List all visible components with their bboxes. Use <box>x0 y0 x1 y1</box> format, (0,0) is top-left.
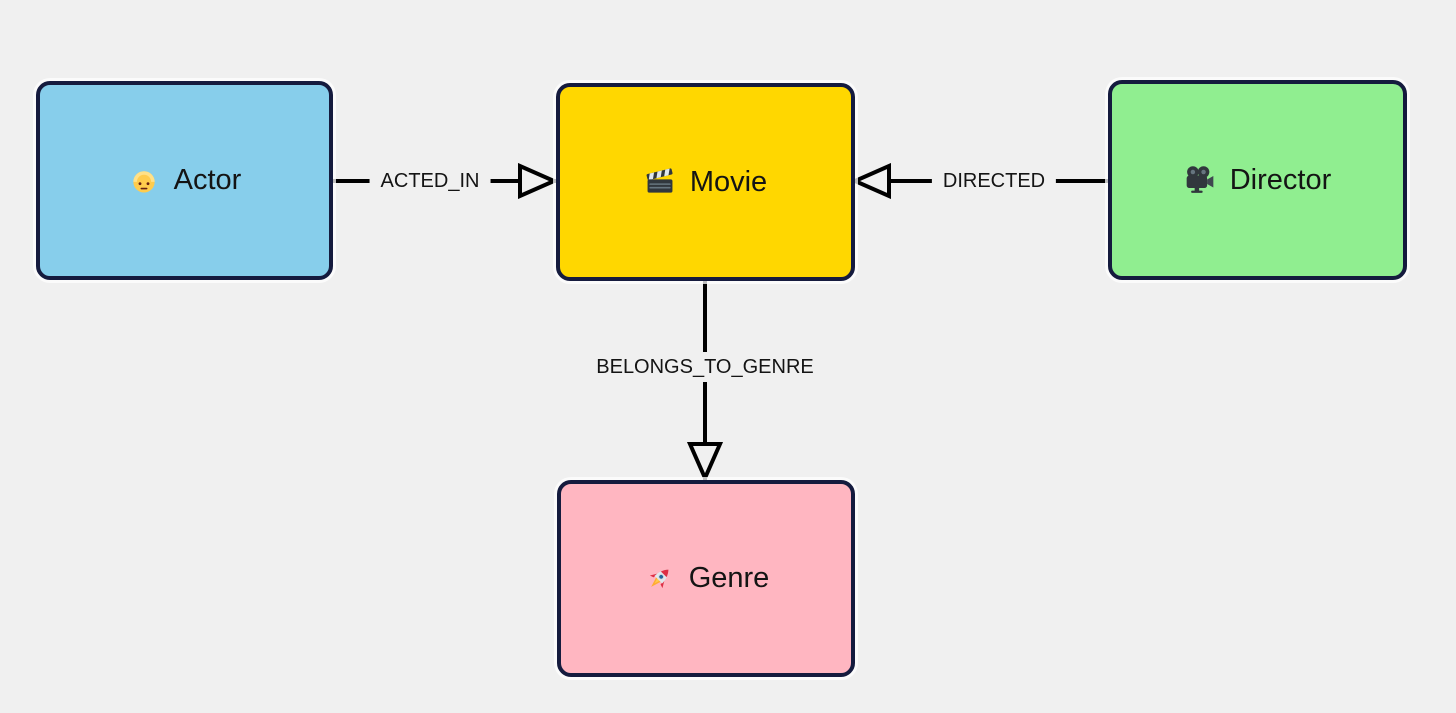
node-genre: Genre <box>557 480 855 677</box>
arrowhead-down-icon <box>687 442 723 481</box>
node-actor: Actor <box>36 81 333 280</box>
clapper-board-icon <box>644 166 676 198</box>
node-director: Director <box>1108 80 1407 280</box>
edge-label-belongs-to-genre: BELONGS_TO_GENRE <box>585 352 825 382</box>
node-label: Movie <box>689 165 768 198</box>
movie-camera-icon <box>1184 164 1216 196</box>
edge-label-directed: DIRECTED <box>931 166 1057 196</box>
node-label: Director <box>1229 163 1332 196</box>
node-movie: Movie <box>556 83 855 281</box>
edge-label-acted-in: ACTED_IN <box>369 166 491 196</box>
rocket-icon <box>643 563 675 595</box>
arrowhead-right-icon <box>518 163 557 199</box>
node-label: Actor <box>173 164 242 196</box>
person-blond-icon <box>128 165 160 197</box>
node-label: Genre <box>688 562 770 594</box>
arrowhead-left-icon <box>852 163 891 199</box>
